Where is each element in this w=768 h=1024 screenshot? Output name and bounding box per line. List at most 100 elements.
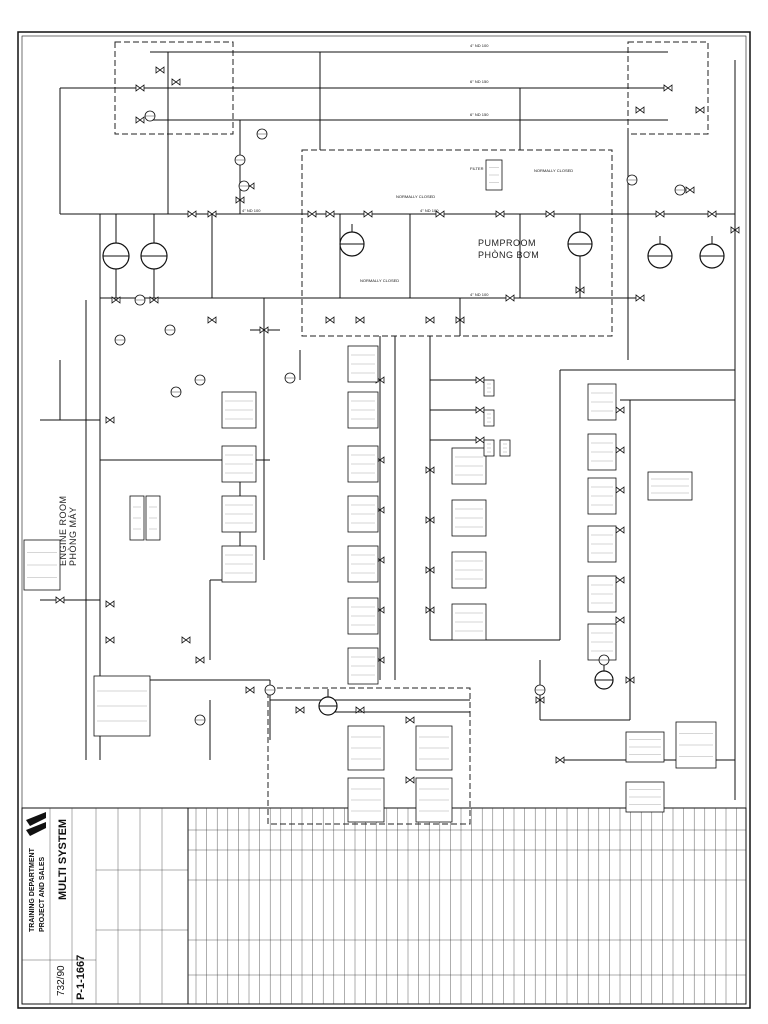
valve-icon xyxy=(363,210,373,218)
valve-icon xyxy=(615,406,625,414)
valve-icon xyxy=(405,776,415,784)
instrument-icon xyxy=(114,334,126,346)
tank-box xyxy=(347,391,379,429)
normally-closed-note-2: NORMALLY CLOSED xyxy=(396,194,435,199)
tank-box xyxy=(451,499,487,537)
pipe-label-1: 4'' ND 100 xyxy=(470,43,489,48)
pipe-label-4: 4'' ND 100 xyxy=(242,208,261,213)
pump-icon xyxy=(318,689,338,716)
company-name-line2: PROJECT AND SALES xyxy=(39,856,46,932)
valve-icon xyxy=(207,316,217,324)
valve-icon xyxy=(475,376,485,384)
tank-box xyxy=(625,781,665,813)
valve-icon xyxy=(181,636,191,644)
tank-box xyxy=(587,477,617,515)
instrument-icon xyxy=(170,386,182,398)
tank-box xyxy=(451,551,487,589)
valve-icon xyxy=(425,516,435,524)
tank-box xyxy=(415,725,453,771)
pump-icon xyxy=(102,235,130,270)
tank-box xyxy=(221,545,257,583)
valve-icon xyxy=(187,210,197,218)
pumproom-label: PUMPROOM xyxy=(478,238,536,248)
engine-room-label: ENGINE ROOM xyxy=(58,495,68,566)
tank-box xyxy=(587,623,617,661)
valve-icon xyxy=(259,326,269,334)
valve-icon xyxy=(135,84,145,92)
valve-icon xyxy=(535,696,545,704)
valve-icon xyxy=(615,526,625,534)
valve-icon xyxy=(307,210,317,218)
valve-icon xyxy=(325,316,335,324)
valve-icon xyxy=(425,316,435,324)
valve-icon xyxy=(435,210,445,218)
instrument-icon xyxy=(256,128,268,140)
tank-box xyxy=(347,777,385,823)
valve-icon xyxy=(505,294,515,302)
tank-box xyxy=(675,721,717,769)
valve-icon xyxy=(425,566,435,574)
tank-box xyxy=(483,379,495,397)
valve-icon xyxy=(405,716,415,724)
valve-icon xyxy=(475,436,485,444)
valve-icon xyxy=(730,226,740,234)
instrument-icon xyxy=(164,324,176,336)
tank-box xyxy=(451,447,487,485)
pipe-label-5: 4'' ND 100 xyxy=(420,208,439,213)
instrument-group xyxy=(114,110,686,726)
tank-box xyxy=(347,725,385,771)
pump-icon xyxy=(699,236,725,269)
valve-icon xyxy=(171,78,181,86)
valve-icon xyxy=(325,210,335,218)
tank-box xyxy=(347,545,379,583)
valve-icon xyxy=(295,706,305,714)
valve-icon xyxy=(615,486,625,494)
tank-zone-box xyxy=(267,687,471,825)
tank-box xyxy=(485,159,503,191)
instrument-icon xyxy=(234,154,246,166)
tank-box xyxy=(23,539,61,591)
tank-box xyxy=(347,445,379,483)
tank-box xyxy=(483,409,495,427)
valve-icon xyxy=(425,606,435,614)
instrument-icon xyxy=(144,110,156,122)
valve-group xyxy=(45,66,740,784)
instrument-icon xyxy=(534,684,546,696)
tank-box xyxy=(415,777,453,823)
pump-icon xyxy=(594,663,614,690)
tank-box xyxy=(221,445,257,483)
company-name-line1: TRAINING DEPARTMENT xyxy=(29,847,36,932)
system-name: MULTI SYSTEM xyxy=(57,819,69,900)
pump-group xyxy=(102,224,725,716)
company-logo-icon xyxy=(26,812,46,836)
instrument-icon xyxy=(598,654,610,666)
valve-icon xyxy=(475,406,485,414)
valve-icon xyxy=(555,756,565,764)
valve-icon xyxy=(105,600,115,608)
tank-box xyxy=(347,495,379,533)
valve-icon xyxy=(111,296,121,304)
valve-icon xyxy=(495,210,505,218)
tank-box xyxy=(587,383,617,421)
valve-icon xyxy=(655,210,665,218)
valve-icon xyxy=(105,416,115,424)
valve-icon xyxy=(425,466,435,474)
valve-icon xyxy=(575,286,585,294)
instrument-icon xyxy=(674,184,686,196)
valve-icon xyxy=(355,316,365,324)
valve-icon xyxy=(545,210,555,218)
normally-closed-note-1: NORMALLY CLOSED xyxy=(534,168,573,173)
valve-icon xyxy=(195,656,205,664)
tank-box xyxy=(347,647,379,685)
tank-box xyxy=(221,495,257,533)
tank-box xyxy=(587,525,617,563)
title-block: TRAINING DEPARTMENT PROJECT AND SALES MU… xyxy=(21,807,189,1005)
instrument-icon xyxy=(264,684,276,696)
pipe-label-2: 6'' ND 150 xyxy=(470,79,489,84)
sheet-code: 732/90 xyxy=(56,965,67,996)
tank-box xyxy=(347,345,379,383)
instrument-icon xyxy=(134,294,146,306)
instrument-icon xyxy=(238,180,250,192)
tank-box xyxy=(499,439,511,457)
